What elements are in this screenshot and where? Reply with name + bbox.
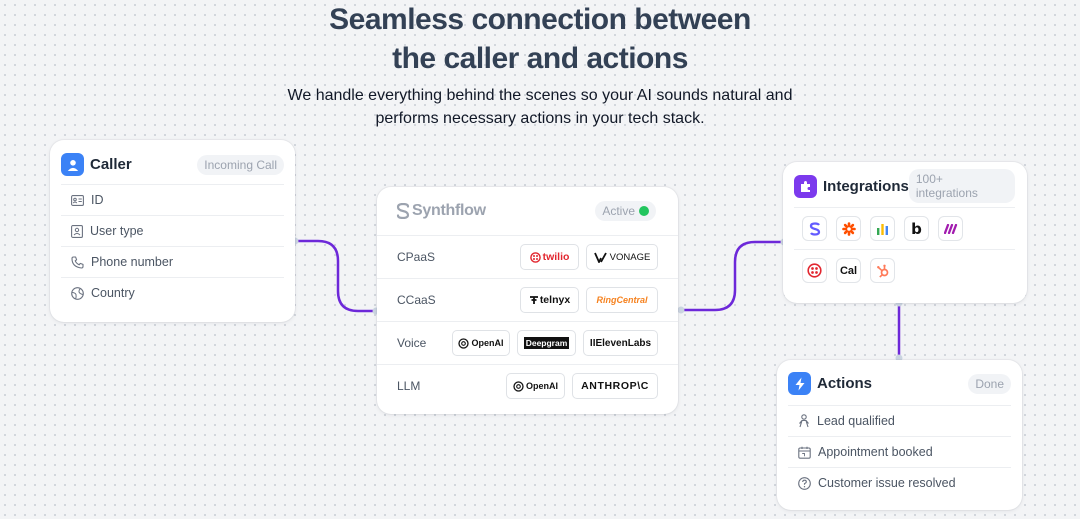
ringcentral-logo: RingCentral bbox=[586, 287, 658, 313]
twilio-icon bbox=[529, 251, 541, 263]
user-icon bbox=[61, 153, 84, 176]
help-circle-icon bbox=[798, 476, 811, 490]
field-label: Country bbox=[91, 286, 135, 300]
brand-name: Synthflow bbox=[412, 202, 486, 219]
calendar-icon bbox=[798, 446, 811, 459]
telnyx-icon bbox=[529, 296, 538, 304]
elevenlabs-logo: IIElevenLabs bbox=[583, 330, 658, 356]
stack-row-llm: LLM OpenAI ANTHROP\C bbox=[377, 364, 678, 407]
bland-icon: b bbox=[904, 216, 929, 241]
anthropic-logo: ANTHROP\C bbox=[572, 373, 658, 399]
deepgram-logo: Deepgram bbox=[517, 330, 576, 356]
cal-icon: Cal bbox=[836, 258, 861, 283]
field-label: Phone number bbox=[91, 255, 174, 269]
synthflow-logo: Synthflow bbox=[396, 202, 486, 220]
stack-label: LLM bbox=[397, 379, 421, 393]
stack-row-cpaas: CPaaS twilio VONAGE bbox=[377, 235, 678, 278]
google-sheets-icon bbox=[870, 216, 895, 241]
status-badge: Active bbox=[595, 201, 656, 221]
actions-card: Actions Done Lead qualified Appointment … bbox=[777, 360, 1022, 510]
integrations-card: Integrations 100+ integrations b bbox=[783, 162, 1027, 303]
title-line-2: the caller and actions bbox=[392, 42, 688, 75]
page-subtitle: We handle everything behind the scenes s… bbox=[0, 84, 1080, 130]
stack-label: CCaaS bbox=[397, 293, 436, 307]
openai-icon bbox=[513, 380, 524, 392]
action-label: Appointment booked bbox=[818, 445, 933, 459]
stack-row-ccaas: CCaaS telnyx RingCentral bbox=[377, 278, 678, 321]
status-text: Active bbox=[602, 204, 635, 218]
caller-title: Caller bbox=[90, 156, 132, 173]
user-badge-icon bbox=[71, 224, 83, 238]
vonage-icon bbox=[593, 252, 607, 263]
synthflow-card: Synthflow Active CPaaS twilio VONAGE CCa… bbox=[377, 187, 678, 414]
status-dot bbox=[639, 206, 649, 216]
zapier-icon bbox=[836, 216, 861, 241]
twilio-logo: twilio bbox=[520, 244, 579, 270]
actions-title: Actions bbox=[817, 375, 873, 392]
synthflow-mark-icon bbox=[396, 203, 410, 219]
phone-icon bbox=[71, 255, 84, 269]
subtitle-line-1: We handle everything behind the scenes s… bbox=[287, 87, 793, 104]
status-badge: Incoming Call bbox=[197, 154, 284, 175]
stack-row-voice: Voice OpenAI Deepgram IIElevenLabs bbox=[377, 321, 678, 364]
subtitle-line-2: performs necessary actions in your tech … bbox=[375, 110, 705, 127]
openai-icon bbox=[458, 337, 470, 349]
caller-field-country: Country bbox=[61, 277, 284, 308]
stripe-icon bbox=[802, 216, 827, 241]
telnyx-logo: telnyx bbox=[520, 287, 579, 313]
action-item-issue-resolved: Customer issue resolved bbox=[788, 467, 1011, 498]
status-badge: Done bbox=[968, 373, 1011, 394]
caller-field-id: ID bbox=[61, 184, 284, 215]
action-item-appointment-booked: Appointment booked bbox=[788, 436, 1011, 467]
caller-field-phone: Phone number bbox=[61, 246, 284, 277]
page-title: Seamless connection between the caller a… bbox=[0, 0, 1080, 78]
field-label: User type bbox=[90, 224, 144, 238]
openai-logo: OpenAI bbox=[452, 330, 510, 356]
field-label: ID bbox=[91, 193, 104, 207]
integrations-count-badge: 100+ integrations bbox=[908, 169, 1015, 203]
action-label: Customer issue resolved bbox=[818, 476, 956, 490]
action-item-lead-qualified: Lead qualified bbox=[788, 405, 1011, 436]
hubspot-icon bbox=[870, 258, 895, 283]
vonage-logo: VONAGE bbox=[586, 244, 658, 270]
caller-field-user-type: User type bbox=[61, 215, 284, 246]
stack-label: CPaaS bbox=[397, 250, 436, 264]
id-card-icon bbox=[71, 194, 84, 206]
integrations-title: Integrations bbox=[823, 177, 909, 195]
lightning-icon bbox=[788, 372, 811, 395]
globe-icon bbox=[71, 286, 84, 300]
puzzle-icon bbox=[794, 174, 817, 198]
title-line-1: Seamless connection between bbox=[329, 3, 751, 36]
make-icon bbox=[938, 216, 963, 241]
action-label: Lead qualified bbox=[817, 414, 895, 428]
openai-logo: OpenAI bbox=[506, 373, 565, 399]
twilio-icon bbox=[802, 258, 827, 283]
stack-label: Voice bbox=[397, 336, 427, 350]
person-icon bbox=[799, 414, 809, 428]
caller-card: Caller Incoming Call ID User type Phone … bbox=[50, 140, 295, 322]
